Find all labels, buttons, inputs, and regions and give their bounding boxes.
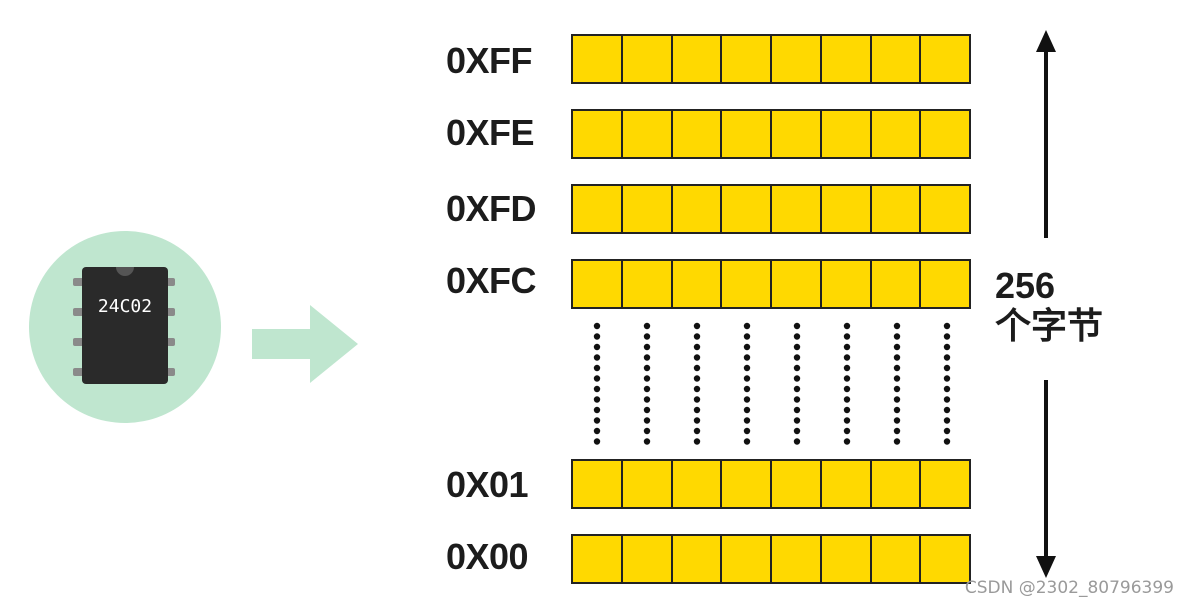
bit-cell xyxy=(622,186,671,232)
bit-cell xyxy=(722,111,770,157)
ellipsis-dots-column xyxy=(593,322,601,445)
byte-row-0x00 xyxy=(571,534,971,584)
bit-cell xyxy=(672,536,721,582)
bit-cell xyxy=(722,261,770,307)
bit-cell xyxy=(821,186,870,232)
bit-cell xyxy=(622,536,671,582)
bit-cell xyxy=(921,536,969,582)
bit-cell xyxy=(722,186,770,232)
address-label-0xff: 0XFF xyxy=(446,40,533,81)
eeprom-chip-illustration: 24C02 xyxy=(28,230,222,424)
bit-cell xyxy=(871,36,920,82)
bit-cell xyxy=(772,186,820,232)
byte-row-0xfd xyxy=(571,184,971,234)
bit-cell xyxy=(921,261,969,307)
watermark-text: CSDN @2302_80796399 xyxy=(964,578,1174,598)
bit-cell xyxy=(871,536,920,582)
bit-cell xyxy=(921,186,969,232)
memory-size-label: 256 个字节 xyxy=(995,266,1103,346)
bit-cell xyxy=(772,536,820,582)
bit-cell xyxy=(921,111,969,157)
bit-cell xyxy=(772,36,820,82)
ellipsis-dots-column xyxy=(943,322,951,445)
bit-cell xyxy=(573,536,621,582)
bit-cell xyxy=(921,461,969,507)
bit-cell xyxy=(921,36,969,82)
bit-cell xyxy=(672,186,721,232)
bit-cell xyxy=(622,261,671,307)
byte-row-0x01 xyxy=(571,459,971,509)
size-unit: 个字节 xyxy=(995,305,1104,346)
byte-row-0xff xyxy=(571,34,971,84)
bit-cell xyxy=(772,461,820,507)
bit-cell xyxy=(821,111,870,157)
bit-cell xyxy=(871,461,920,507)
address-label-0xfc: 0XFC xyxy=(446,260,537,301)
address-label-0xfd: 0XFD xyxy=(446,188,537,229)
bit-cell xyxy=(871,111,920,157)
byte-row-0xfe xyxy=(571,109,971,159)
bit-cell xyxy=(573,186,621,232)
bit-cell xyxy=(672,261,721,307)
ellipsis-dots-column xyxy=(693,322,701,445)
bit-cell xyxy=(772,261,820,307)
bit-cell xyxy=(672,461,721,507)
address-label-0xfe: 0XFE xyxy=(446,112,535,153)
ellipsis-dots-column xyxy=(893,322,901,445)
chip-body xyxy=(82,267,168,384)
size-number: 256 xyxy=(995,265,1056,306)
bit-cell xyxy=(871,186,920,232)
bit-cell xyxy=(821,461,870,507)
bit-cell xyxy=(672,36,721,82)
right-arrow-icon xyxy=(252,305,358,383)
address-label-0x01: 0X01 xyxy=(446,464,529,505)
bit-cell xyxy=(772,111,820,157)
vertical-range-arrow-icon xyxy=(1036,30,1056,578)
bit-cell xyxy=(622,461,671,507)
bit-cell xyxy=(672,111,721,157)
bit-cell xyxy=(573,111,621,157)
bit-cell xyxy=(722,36,770,82)
ellipsis-dots-column xyxy=(743,322,751,445)
bit-cell xyxy=(573,461,621,507)
chip-notch xyxy=(116,267,134,276)
ellipsis-dots-column xyxy=(643,322,651,445)
bit-cell xyxy=(622,111,671,157)
chip-label: 24C02 xyxy=(98,296,152,317)
bit-cell xyxy=(821,261,870,307)
byte-row-0xfc xyxy=(571,259,971,309)
bit-cell xyxy=(722,536,770,582)
bit-cell xyxy=(821,536,870,582)
address-label-0x00: 0X00 xyxy=(446,536,529,577)
bit-cell xyxy=(573,261,621,307)
chip-icon: 24C02 xyxy=(29,231,221,423)
ellipsis-dots-column xyxy=(793,322,801,445)
ellipsis-dots-column xyxy=(843,322,851,445)
bit-cell xyxy=(573,36,621,82)
bit-cell xyxy=(622,36,671,82)
bit-cell xyxy=(871,261,920,307)
bit-cell xyxy=(821,36,870,82)
bit-cell xyxy=(722,461,770,507)
